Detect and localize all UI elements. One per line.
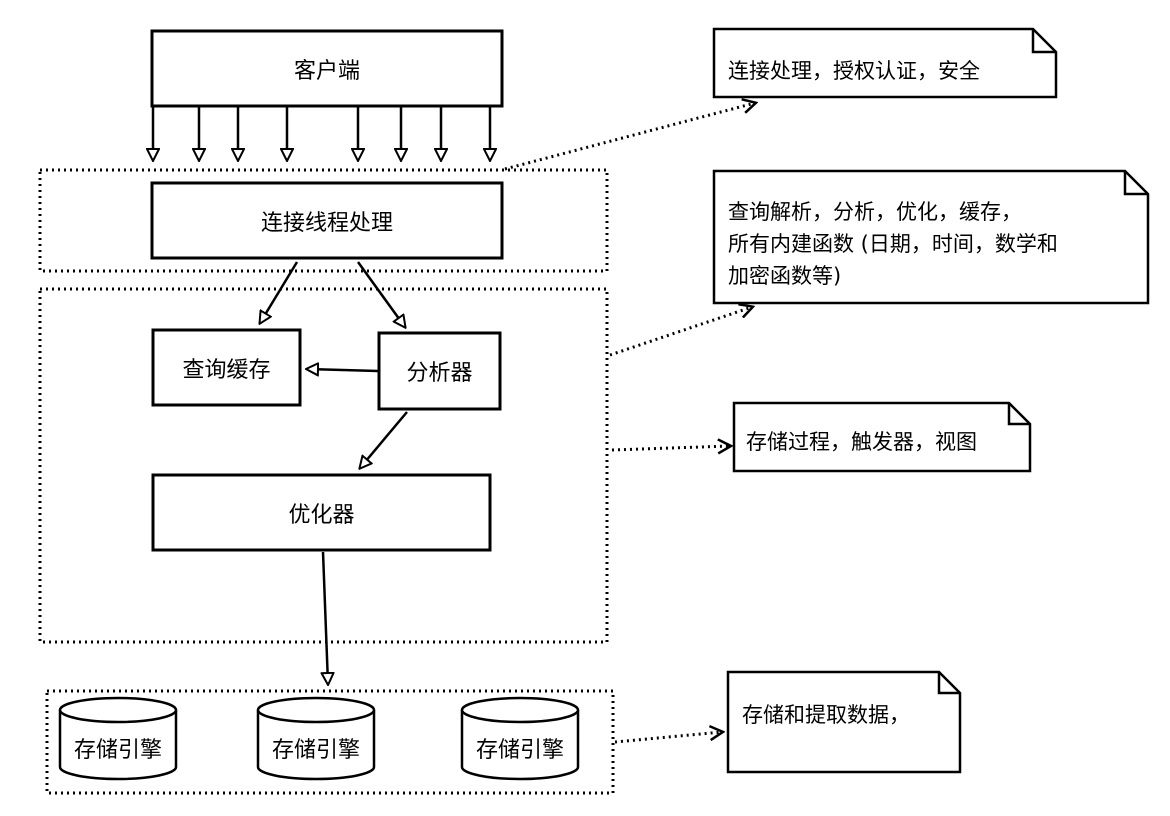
note-connection xyxy=(712,27,1058,99)
storage-engine-cylinder-3 xyxy=(460,696,580,781)
query-cache-label: 查询缓存 xyxy=(182,357,271,383)
note-procedures xyxy=(732,401,1032,473)
analyzer-label: 分析器 xyxy=(406,361,473,386)
note-connectors xyxy=(504,103,755,744)
arrow-analyzer-to-cache xyxy=(307,369,379,371)
note-procedures-text: 存储过程，触发器，视图 xyxy=(746,430,977,454)
optimizer-box xyxy=(151,473,492,552)
arrow-optimizer-to-storage xyxy=(323,551,328,684)
storage-engine-label-3: 存储引擎 xyxy=(475,738,564,763)
storage-engine-cylinder-2 xyxy=(256,696,376,781)
internal-flow-arrows xyxy=(260,261,408,684)
note-storage-text: 存储和提取数据， xyxy=(742,703,910,727)
storage-engine-label-2: 存储引擎 xyxy=(271,738,360,763)
connection-thread-box xyxy=(150,181,504,260)
service-layer-group xyxy=(38,287,609,644)
note-parsing-line-3: 加密函数等) xyxy=(728,264,842,288)
storage-engine-cylinder-1 xyxy=(58,696,178,781)
query-cache-box xyxy=(151,328,302,407)
analyzer-box xyxy=(377,331,502,411)
note-storage xyxy=(726,670,962,774)
connection-layer-group xyxy=(38,168,609,273)
connection-thread-label: 连接线程处理 xyxy=(260,210,393,236)
note-connection-text: 连接处理，授权认证，安全 xyxy=(728,59,980,83)
client-connection-arrows xyxy=(153,107,490,160)
arrow-analyzer-to-optimizer xyxy=(360,411,408,468)
client-label: 客户端 xyxy=(293,58,360,84)
note-parsing-line-1: 查询解析，分析，优化，缓存， xyxy=(728,200,1022,224)
storage-engine-label-1: 存储引擎 xyxy=(73,738,162,763)
client-box xyxy=(150,29,504,108)
note-parsing-line-2: 所有内建函数 (日期，时间，数学和 xyxy=(728,232,1058,256)
note-parsing xyxy=(712,169,1150,305)
optimizer-label: 优化器 xyxy=(288,502,355,528)
arrow-connection-to-analyzer xyxy=(356,261,405,327)
arrow-connection-to-cache xyxy=(260,261,299,323)
storage-layer-group xyxy=(45,689,615,795)
